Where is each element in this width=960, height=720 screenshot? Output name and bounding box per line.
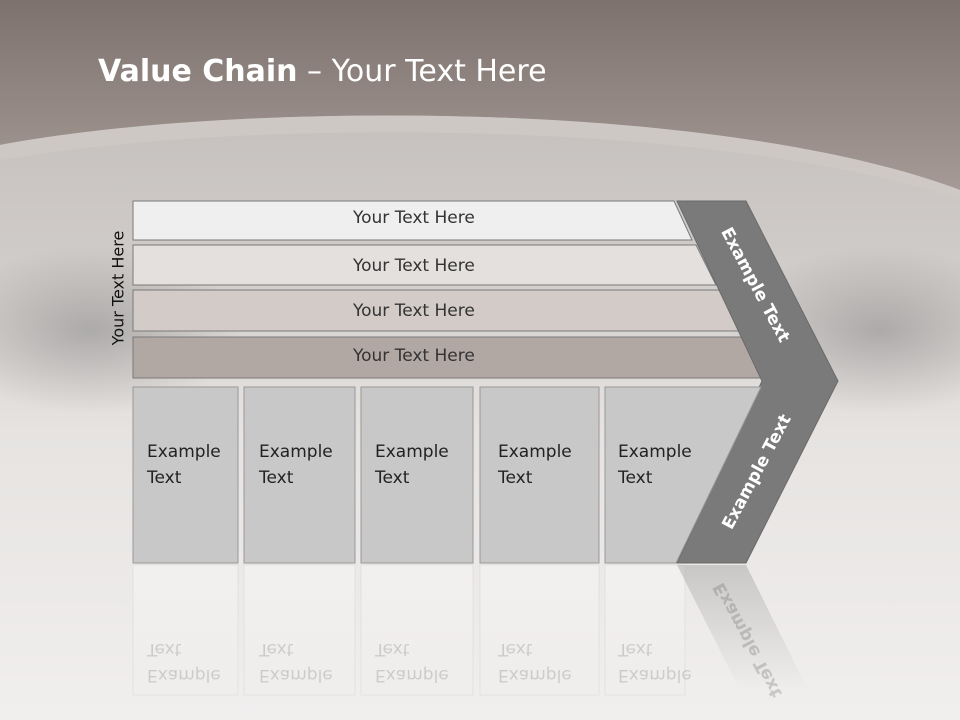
reflect-label-2-line2: Text [259,639,294,659]
row-label-4: Your Text Here [353,346,475,366]
reflect-label-3-line1: Example [375,665,449,685]
reflect-label-1-line2: Text [147,639,182,659]
reflect-label-5: Example Text [618,636,708,688]
cell-4 [479,386,600,564]
cell-5 [604,386,762,564]
reflect-label-1: Example Text [147,636,237,688]
reflect-label-1-line1: Example [147,665,221,685]
title-rest: – Your Text Here [297,54,547,89]
reflect-label-3-line2: Text [375,639,410,659]
cell-label-2-line2: Text [259,468,294,488]
reflect-label-4: Example Text [498,636,588,688]
cell-1 [132,386,239,564]
cell-label-5-line1: Example [618,442,692,462]
cell-label-1-line2: Text [147,468,182,488]
reflect-label-2: Example Text [259,636,349,688]
reflect-label-4-line2: Text [498,639,533,659]
cell-3 [360,386,474,564]
cell-label-4-line2: Text [498,468,533,488]
reflect-label-5-line2: Text [618,639,653,659]
row-label-1: Your Text Here [353,208,475,228]
row-bar-1 [132,200,693,241]
reflect-label-3: Example Text [375,636,465,688]
cell-label-4-line1: Example [498,442,572,462]
reflect-label-4-line1: Example [498,665,572,685]
row-label-3: Your Text Here [353,301,475,321]
header-band [0,0,960,200]
title-bold: Value Chain [98,54,298,89]
row-label-2: Your Text Here [353,256,475,276]
cell-label-3-line1: Example [375,442,449,462]
chevron-arrow [676,200,839,564]
page-title: Value Chain – Your Text Here [98,54,547,89]
cell-2 [243,386,356,564]
cell-label-3-line2: Text [375,468,410,488]
cell-label-5-line2: Text [618,468,653,488]
cell-label-1-line1: Example [147,442,221,462]
cell-label-2-line1: Example [259,442,333,462]
reflect-label-2-line1: Example [259,665,333,685]
reflection [132,564,808,696]
reflect-label-5-line1: Example [618,665,692,685]
row-bar-2 [132,244,717,286]
